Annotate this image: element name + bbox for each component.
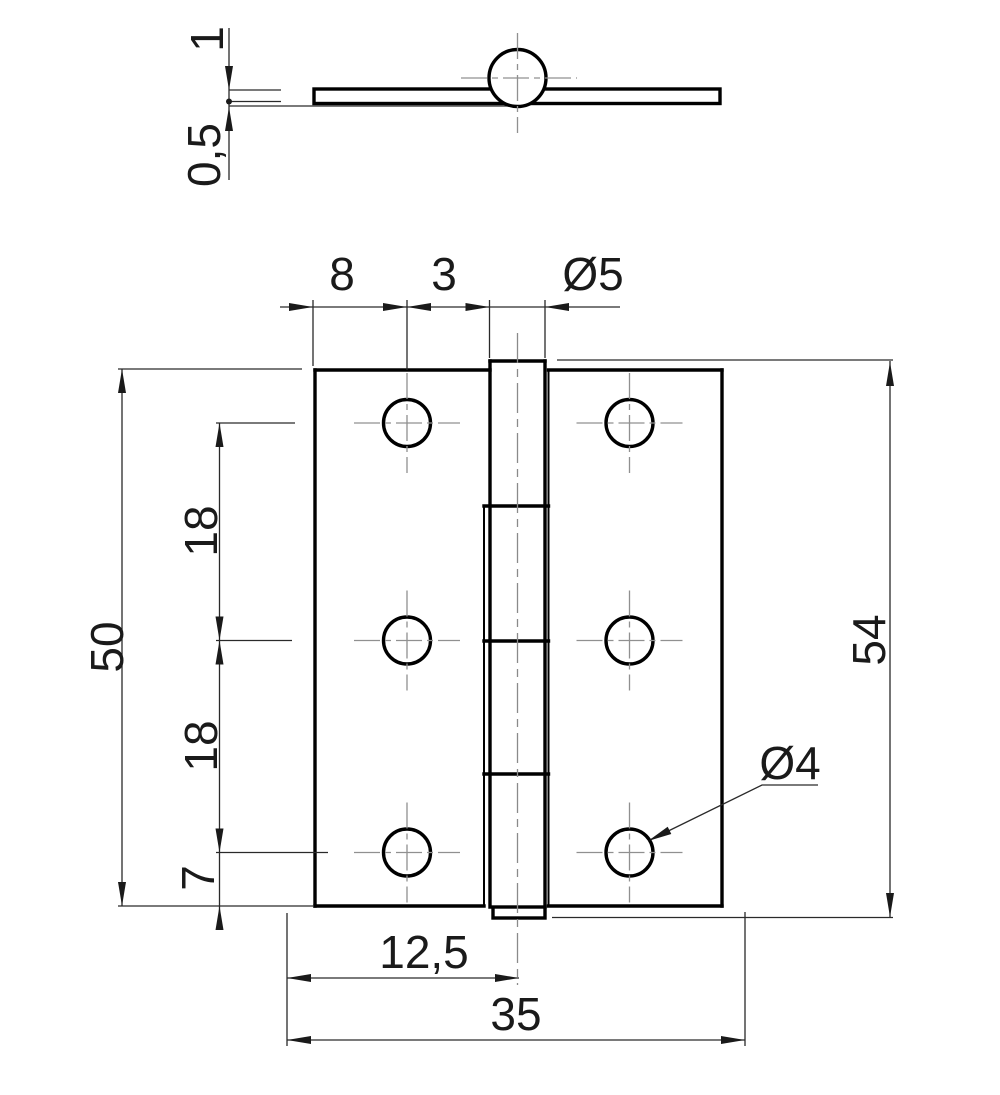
dim-label-hole-pitch-upper: 18 (175, 505, 227, 556)
arrowhead (495, 974, 519, 982)
dim-label-center-offset: 12,5 (379, 926, 469, 978)
hole-centerline-cross (354, 802, 460, 903)
dim-group-left: 50 18 18 7 (81, 368, 328, 930)
hinge-knuckle-barrel (482, 333, 551, 985)
arrowhead (215, 828, 224, 853)
arrowhead (215, 423, 224, 447)
dim-label-hole-pitch-lower: 18 (175, 720, 227, 771)
dim-label-overall-height: 54 (843, 614, 895, 665)
arrowhead (225, 107, 233, 131)
dim-label-thickness: 1 (181, 26, 233, 52)
arrowhead (287, 1036, 311, 1044)
hole-centerline-cross (354, 590, 460, 691)
dim-label-plate-width: 35 (490, 988, 541, 1040)
arrowhead (886, 893, 894, 917)
arrowhead (118, 369, 126, 393)
arrowhead (118, 882, 126, 906)
hole-centerline-cross (354, 373, 460, 473)
arrowhead (721, 1036, 745, 1044)
arrowhead (465, 303, 490, 311)
dimension-dot (226, 98, 232, 105)
arrowhead (287, 974, 311, 982)
dim-label-hole-diameter: Ø4 (759, 737, 820, 789)
dim-group-right: 54 Ø4 (552, 359, 895, 919)
hole-centerline-cross (576, 590, 683, 691)
dim-label-bottom-margin: 7 (172, 865, 224, 891)
front-view (313, 333, 724, 985)
arrowhead (383, 303, 407, 311)
dim-label-edge-to-hole: 8 (329, 248, 355, 300)
arrowhead (289, 303, 313, 311)
leader-line (650, 784, 818, 841)
profile-view: 1 0,5 (178, 26, 722, 187)
hole-centerline-cross (576, 373, 683, 473)
arrowhead (407, 303, 431, 311)
arrowhead (225, 66, 233, 90)
dim-group-bottom: 12,5 35 (286, 912, 746, 1046)
dim-label-pin-diameter: Ø5 (562, 248, 623, 300)
arrowhead (215, 640, 224, 665)
arrowhead (215, 906, 224, 930)
knuckle-bottom-stub (491, 905, 547, 920)
dim-label-hole-to-knuckle: 3 (431, 248, 457, 300)
screw-holes (354, 373, 683, 903)
dim-group-top: 8 3 Ø5 (280, 248, 624, 370)
arrowhead (545, 303, 569, 311)
dim-label-plate-height: 50 (81, 621, 133, 672)
hole-centerline-cross (576, 802, 683, 903)
arrowhead (886, 362, 894, 386)
dim-label-offset: 0,5 (178, 123, 230, 187)
arrowhead (648, 826, 672, 841)
arrowhead (215, 616, 224, 641)
